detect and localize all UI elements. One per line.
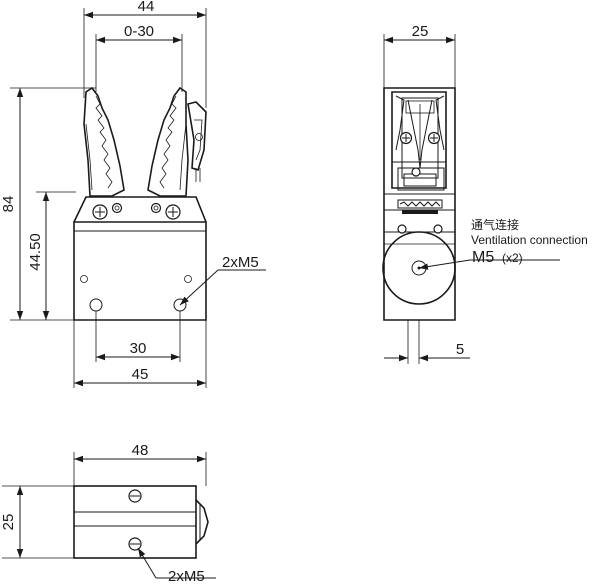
dim-stroke-range: 0-30 <box>124 23 154 40</box>
dim-44: 44 <box>138 0 155 15</box>
side-clip <box>187 101 207 172</box>
thread-callout-front: 2xM5 <box>222 254 259 271</box>
body-chamfer <box>73 196 207 223</box>
dim-25-side: 25 <box>412 23 429 40</box>
pin-icon <box>150 202 162 214</box>
thread-callout-bottom: 2xM5 <box>168 568 205 585</box>
port-label-en: Ventilation connection <box>471 233 588 247</box>
dim-44-50: 44.50 <box>27 233 44 271</box>
dim-30: 30 <box>130 340 147 357</box>
port-count: (x2) <box>502 251 523 265</box>
dim-84: 84 <box>0 196 17 213</box>
dim-25-bottom: 25 <box>0 514 17 531</box>
port-thread: M5 <box>472 249 494 266</box>
port-label-cn: 通气连接 <box>471 217 519 232</box>
bottom-body <box>73 485 197 559</box>
dim-45: 45 <box>132 366 149 383</box>
pin-icon <box>111 202 123 214</box>
dim-5: 5 <box>456 341 464 358</box>
left-jaw <box>83 86 125 197</box>
mounting-hole-left <box>89 298 103 312</box>
right-jaw <box>147 86 189 197</box>
bottom-view: 48 25 2xM5 <box>0 442 216 585</box>
ventilation-port <box>382 231 456 305</box>
front-view: 44 0-30 84 44.50 <box>0 0 266 388</box>
dim-48: 48 <box>132 442 149 459</box>
side-view: 25 通气连接 Ventilation conne <box>382 23 588 364</box>
side-body <box>383 87 456 321</box>
